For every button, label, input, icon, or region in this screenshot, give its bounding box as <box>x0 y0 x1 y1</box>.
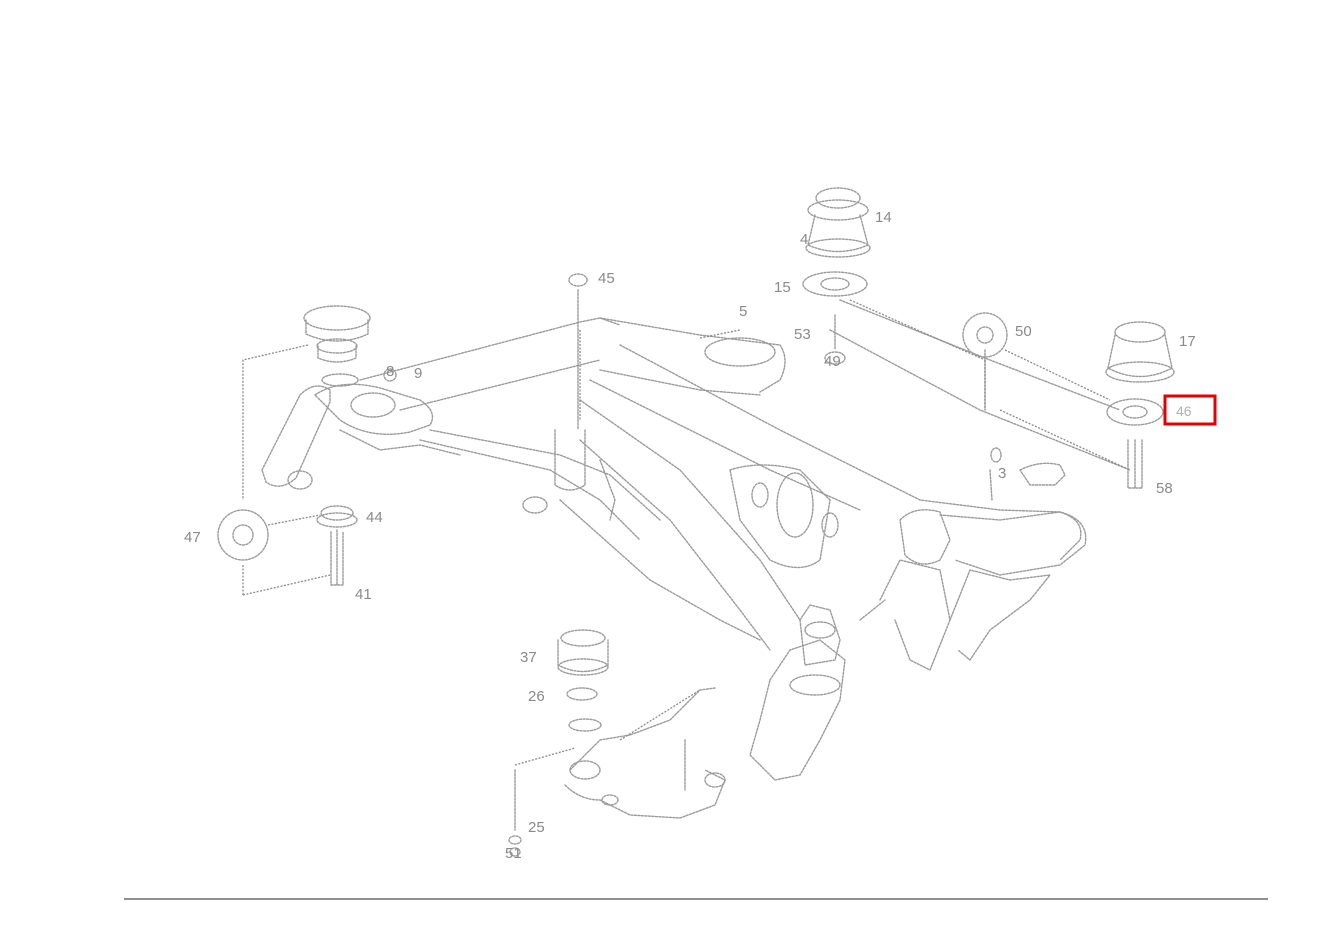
callout-47: 47 <box>184 529 201 546</box>
rear-mount-17 <box>1105 321 1175 489</box>
callout-labels: 14 4 15 45 5 53 49 50 17 8 9 58 44 47 41… <box>184 209 1196 862</box>
callout-45: 45 <box>598 270 615 287</box>
right-control-arm <box>859 509 1087 671</box>
callout-50: 50 <box>1015 323 1032 340</box>
center-bolt <box>522 273 616 521</box>
front-crossbeam <box>359 317 661 541</box>
right-bracket <box>989 447 1066 501</box>
mount-stack-left <box>303 305 371 387</box>
callout-17: 17 <box>1179 333 1196 350</box>
main-rails <box>559 317 1082 651</box>
callout-26: 26 <box>528 688 545 705</box>
callout-9: 9 <box>414 365 422 382</box>
callout-3: 3 <box>998 465 1006 482</box>
callout-53: 53 <box>794 326 811 343</box>
callout-15: 15 <box>774 279 791 296</box>
bolt-25 <box>508 769 522 857</box>
center-plate <box>729 464 839 569</box>
callout-4: 4 <box>800 231 808 248</box>
highlight-callout-46: 46 <box>1176 403 1192 419</box>
leader-lines <box>242 299 1131 766</box>
callout-44: 44 <box>366 509 383 526</box>
rear-crossbeam <box>829 299 1131 471</box>
top-mount-14 <box>805 187 871 258</box>
mount-50 <box>962 312 1008 358</box>
callout-14: 14 <box>875 209 892 226</box>
bushing-37 <box>557 629 609 701</box>
callout-8: 8 <box>386 363 394 380</box>
callout-51: 51 <box>505 845 522 862</box>
callout-41: 41 <box>355 586 372 603</box>
callout-5: 5 <box>739 303 747 320</box>
subframe-drawing <box>217 187 1175 857</box>
washer-15 <box>802 271 868 365</box>
lower-center-arm <box>749 604 846 781</box>
lower-left-bracket <box>564 687 726 819</box>
callout-37: 37 <box>520 649 537 666</box>
highlight-box <box>1163 394 1217 426</box>
highlighted-callout: 46 <box>1163 394 1217 426</box>
left-trailing-arm <box>261 368 461 490</box>
callout-49: 49 <box>824 353 841 370</box>
callout-25: 25 <box>528 819 545 836</box>
mount-47 <box>217 505 358 586</box>
callout-58: 58 <box>1156 480 1173 497</box>
